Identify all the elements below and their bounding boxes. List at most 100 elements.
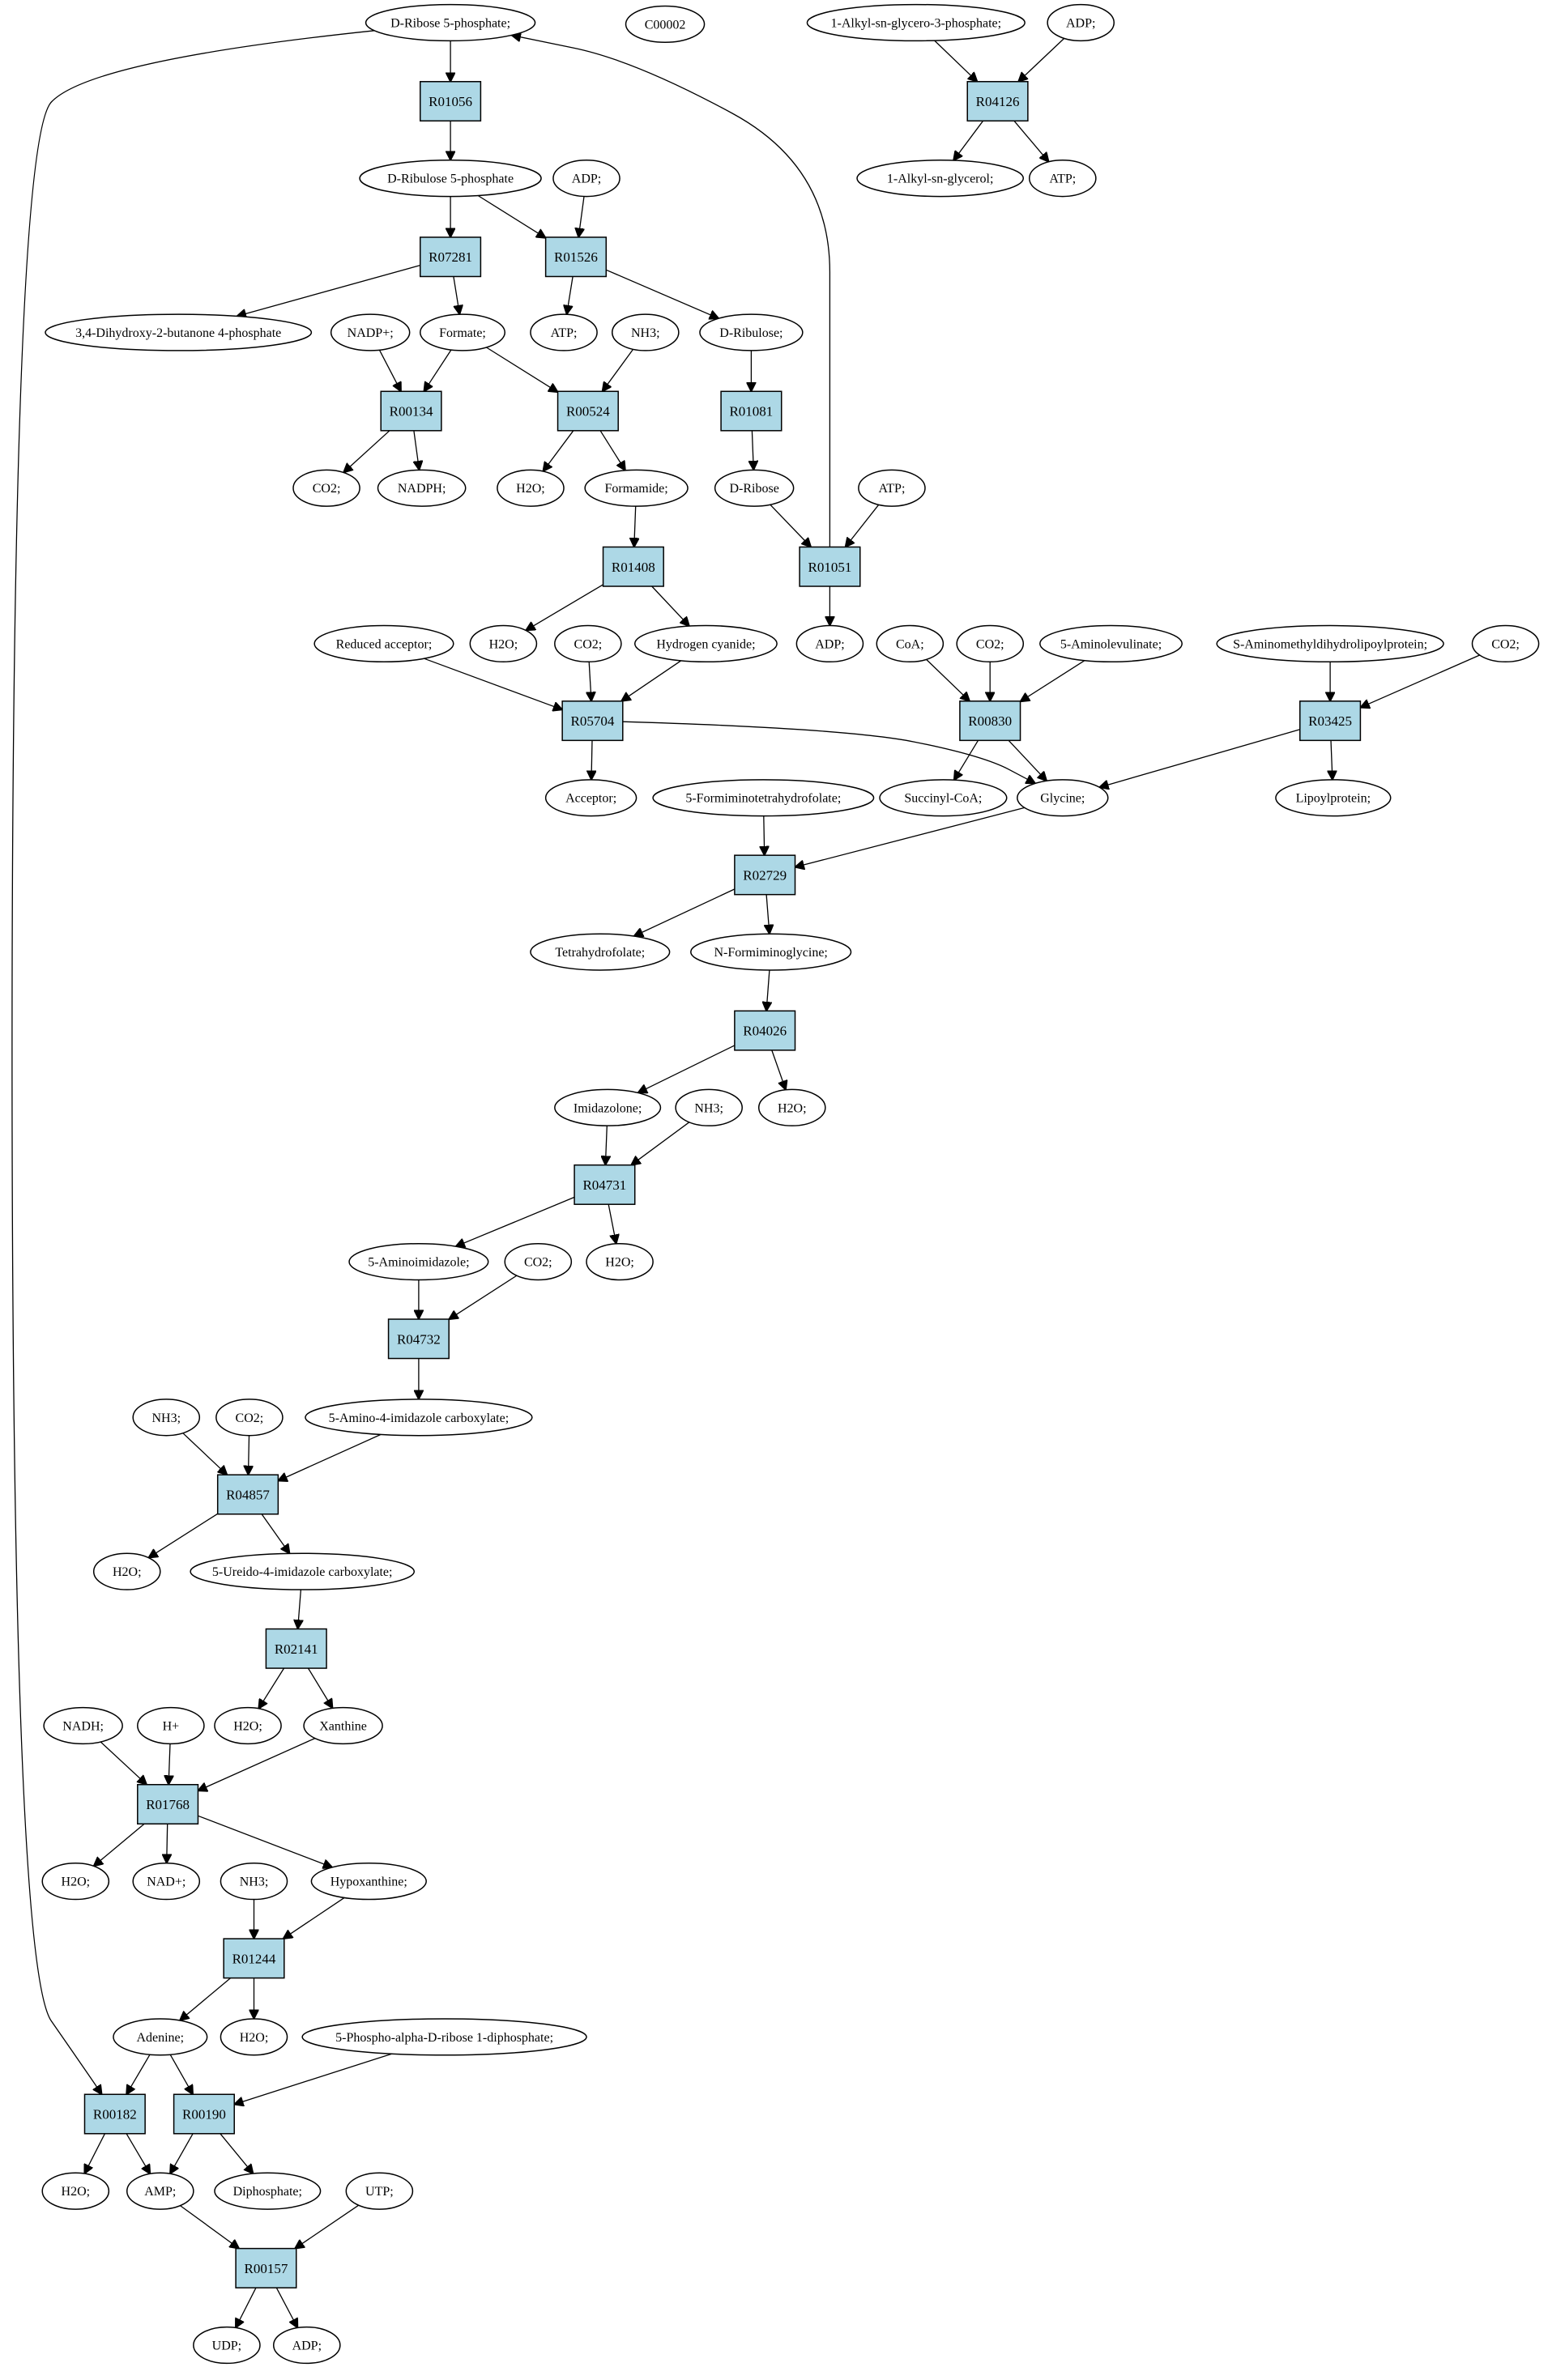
reaction-node-R04126[interactable]: R04126 [966,81,1029,122]
compound-node-nh3_a[interactable]: NH3; [611,313,680,351]
compound-node-hcn[interactable]: Hydrogen cyanide; [633,624,778,663]
compound-node-nadph[interactable]: NADPH; [377,469,467,507]
compound-node-h2o_i[interactable]: H2O; [41,2172,110,2210]
compound-node-coa[interactable]: CoA; [876,624,945,663]
compound-node-adp_b[interactable]: ADP; [552,160,620,198]
reaction-label-R01081: R01081 [729,404,773,419]
reaction-node-R04731[interactable]: R04731 [574,1164,636,1205]
compound-node-h2o_a[interactable]: H2O; [497,469,565,507]
compound-ellipse-nadph [377,469,467,507]
compound-node-nh3_c[interactable]: NH3; [132,1399,201,1437]
compound-node-formamide[interactable]: Formamide; [584,469,689,507]
compound-node-co2_f[interactable]: CO2; [215,1399,284,1437]
reaction-box-R00182 [83,2093,146,2135]
compound-node-nadh[interactable]: NADH; [43,1706,123,1745]
compound-node-udp[interactable]: UDP; [193,2326,261,2365]
reaction-node-R04857[interactable]: R04857 [216,1474,279,1515]
compound-node-h2o_b[interactable]: H2O; [469,624,538,663]
compound-node-ribose[interactable]: D-Ribose [714,469,795,507]
reaction-node-R01768[interactable]: R01768 [137,1783,199,1825]
reaction-node-R07281[interactable]: R07281 [419,236,482,278]
compound-node-diphos[interactable]: Diphosphate; [214,2172,322,2210]
reaction-label-R00182: R00182 [93,2107,137,2122]
compound-node-ala[interactable]: 5-Aminolevulinate; [1039,624,1183,663]
compound-node-aicarb[interactable]: 5-Amino-4-imidazole carboxylate; [305,1399,533,1437]
compound-node-h2o_c[interactable]: H2O; [757,1088,826,1126]
reaction-node-R01081[interactable]: R01081 [720,390,783,432]
compound-node-glycine[interactable]: Glycine; [1017,779,1109,817]
compound-node-rib5p[interactable]: D-Ribose 5-phosphate; [365,3,536,42]
reaction-node-R00157[interactable]: R00157 [235,2247,297,2288]
compound-node-alkylg[interactable]: 1-Alkyl-sn-glycerol; [856,160,1025,198]
reaction-box-R00134 [380,390,442,432]
compound-node-succoa[interactable]: Succinyl-CoA; [879,779,1008,817]
reaction-node-R01244[interactable]: R01244 [223,1938,285,1979]
compound-node-atp_a[interactable]: ATP; [1028,160,1097,198]
compound-node-formate[interactable]: Formate; [419,313,505,351]
compound-node-utp[interactable]: UTP; [345,2172,414,2210]
compound-node-hypox[interactable]: Hypoxanthine; [310,1863,427,1901]
compound-node-nh3_d[interactable]: NH3; [220,1863,288,1901]
reaction-node-R05704[interactable]: R05704 [561,700,624,742]
compound-node-h2o_e[interactable]: H2O; [92,1552,161,1590]
compound-node-nadp[interactable]: NADP+; [330,313,411,351]
compound-node-nh3_b[interactable]: NH3; [675,1088,743,1126]
compound-node-aimid[interactable]: 5-Aminoimidazole; [348,1242,489,1281]
reaction-node-R02729[interactable]: R02729 [734,854,796,896]
reaction-node-R03425[interactable]: R03425 [1299,700,1362,742]
reaction-node-R01526[interactable]: R01526 [544,236,608,278]
reaction-node-R04026[interactable]: R04026 [734,1010,796,1051]
compound-node-redacc[interactable]: Reduced acceptor; [313,624,454,663]
compound-node-adp_c[interactable]: ADP; [795,624,864,663]
compound-node-amdhlp[interactable]: S-Aminomethyldihydrolipoylprotein; [1216,624,1444,663]
compound-node-adp_d[interactable]: ADP; [272,2326,341,2365]
compound-node-h2o_d[interactable]: H2O; [586,1242,654,1281]
compound-node-imidazolone[interactable]: Imidazolone; [554,1088,662,1126]
compound-label-formate: Formate; [439,326,486,340]
compound-node-h2o_h[interactable]: H2O; [220,2018,288,2056]
compound-node-ribulose[interactable]: D-Ribulose; [699,313,804,351]
compound-node-ribu5p[interactable]: D-Ribulose 5-phosphate [359,160,542,198]
reaction-node-R00190[interactable]: R00190 [173,2093,235,2135]
compound-node-lipoyl[interactable]: Lipoylprotein; [1275,779,1392,817]
compound-node-co2_e[interactable]: CO2; [504,1242,573,1281]
compound-node-thf[interactable]: Tetrahydrofolate; [530,933,671,971]
reaction-node-R01408[interactable]: R01408 [602,546,664,587]
reaction-node-R00524[interactable]: R00524 [557,390,619,432]
compound-node-nad[interactable]: NAD+; [132,1863,201,1901]
compound-node-h2o_g[interactable]: H2O; [41,1863,110,1901]
compound-label-co2_a: CO2; [313,482,341,496]
compound-node-adenine[interactable]: Adenine; [113,2018,208,2056]
edge-hypox-to-R01244 [284,1897,345,1939]
compound-node-co2_d[interactable]: CO2; [1471,624,1540,663]
compound-node-co2_b[interactable]: CO2; [554,624,622,663]
compound-node-alkylg3p[interactable]: 1-Alkyl-sn-glycero-3-phosphate; [806,3,1026,42]
compound-node-c00002[interactable]: C00002 [625,5,706,43]
compound-node-co2_c[interactable]: CO2; [956,624,1025,663]
compound-label-xanthine: Xanthine [319,1719,367,1733]
compound-node-acceptor[interactable]: Acceptor; [544,779,638,817]
compound-label-nh3_c: NH3; [151,1411,181,1425]
reaction-node-R00830[interactable]: R00830 [959,700,1021,742]
compound-node-dhbp[interactable]: 3,4-Dihydroxy-2-butanone 4-phosphate [45,313,313,351]
compound-node-fthf[interactable]: 5-Formiminotetrahydrofolate; [652,779,875,817]
reaction-node-R04732[interactable]: R04732 [387,1318,450,1360]
reaction-node-R01051[interactable]: R01051 [799,546,861,587]
compound-node-h2o_f[interactable]: H2O; [214,1706,282,1745]
compound-node-xanthine[interactable]: Xanthine [303,1706,383,1745]
compound-node-atp_c[interactable]: ATP; [858,469,926,507]
compound-node-prpp[interactable]: 5-Phospho-alpha-D-ribose 1-diphosphate; [301,2018,587,2056]
reaction-node-R01056[interactable]: R01056 [419,81,482,122]
compound-ellipse-hcn [633,624,778,663]
compound-node-hplus[interactable]: H+ [137,1706,205,1745]
reaction-node-R02141[interactable]: R02141 [265,1628,327,1669]
compound-node-adp_a[interactable]: ADP; [1047,3,1115,42]
compound-node-nfg[interactable]: N-Formiminoglycine; [690,933,852,971]
compound-node-atp_b[interactable]: ATP; [530,313,598,351]
reaction-node-R00134[interactable]: R00134 [380,390,442,432]
compound-node-uicarb[interactable]: 5-Ureido-4-imidazole carboxylate; [190,1552,416,1590]
reaction-node-R00182[interactable]: R00182 [83,2093,146,2135]
compound-node-co2_a[interactable]: CO2; [292,469,360,507]
compound-node-amp[interactable]: AMP; [126,2172,194,2210]
compound-ellipse-imidazolone [554,1088,662,1126]
